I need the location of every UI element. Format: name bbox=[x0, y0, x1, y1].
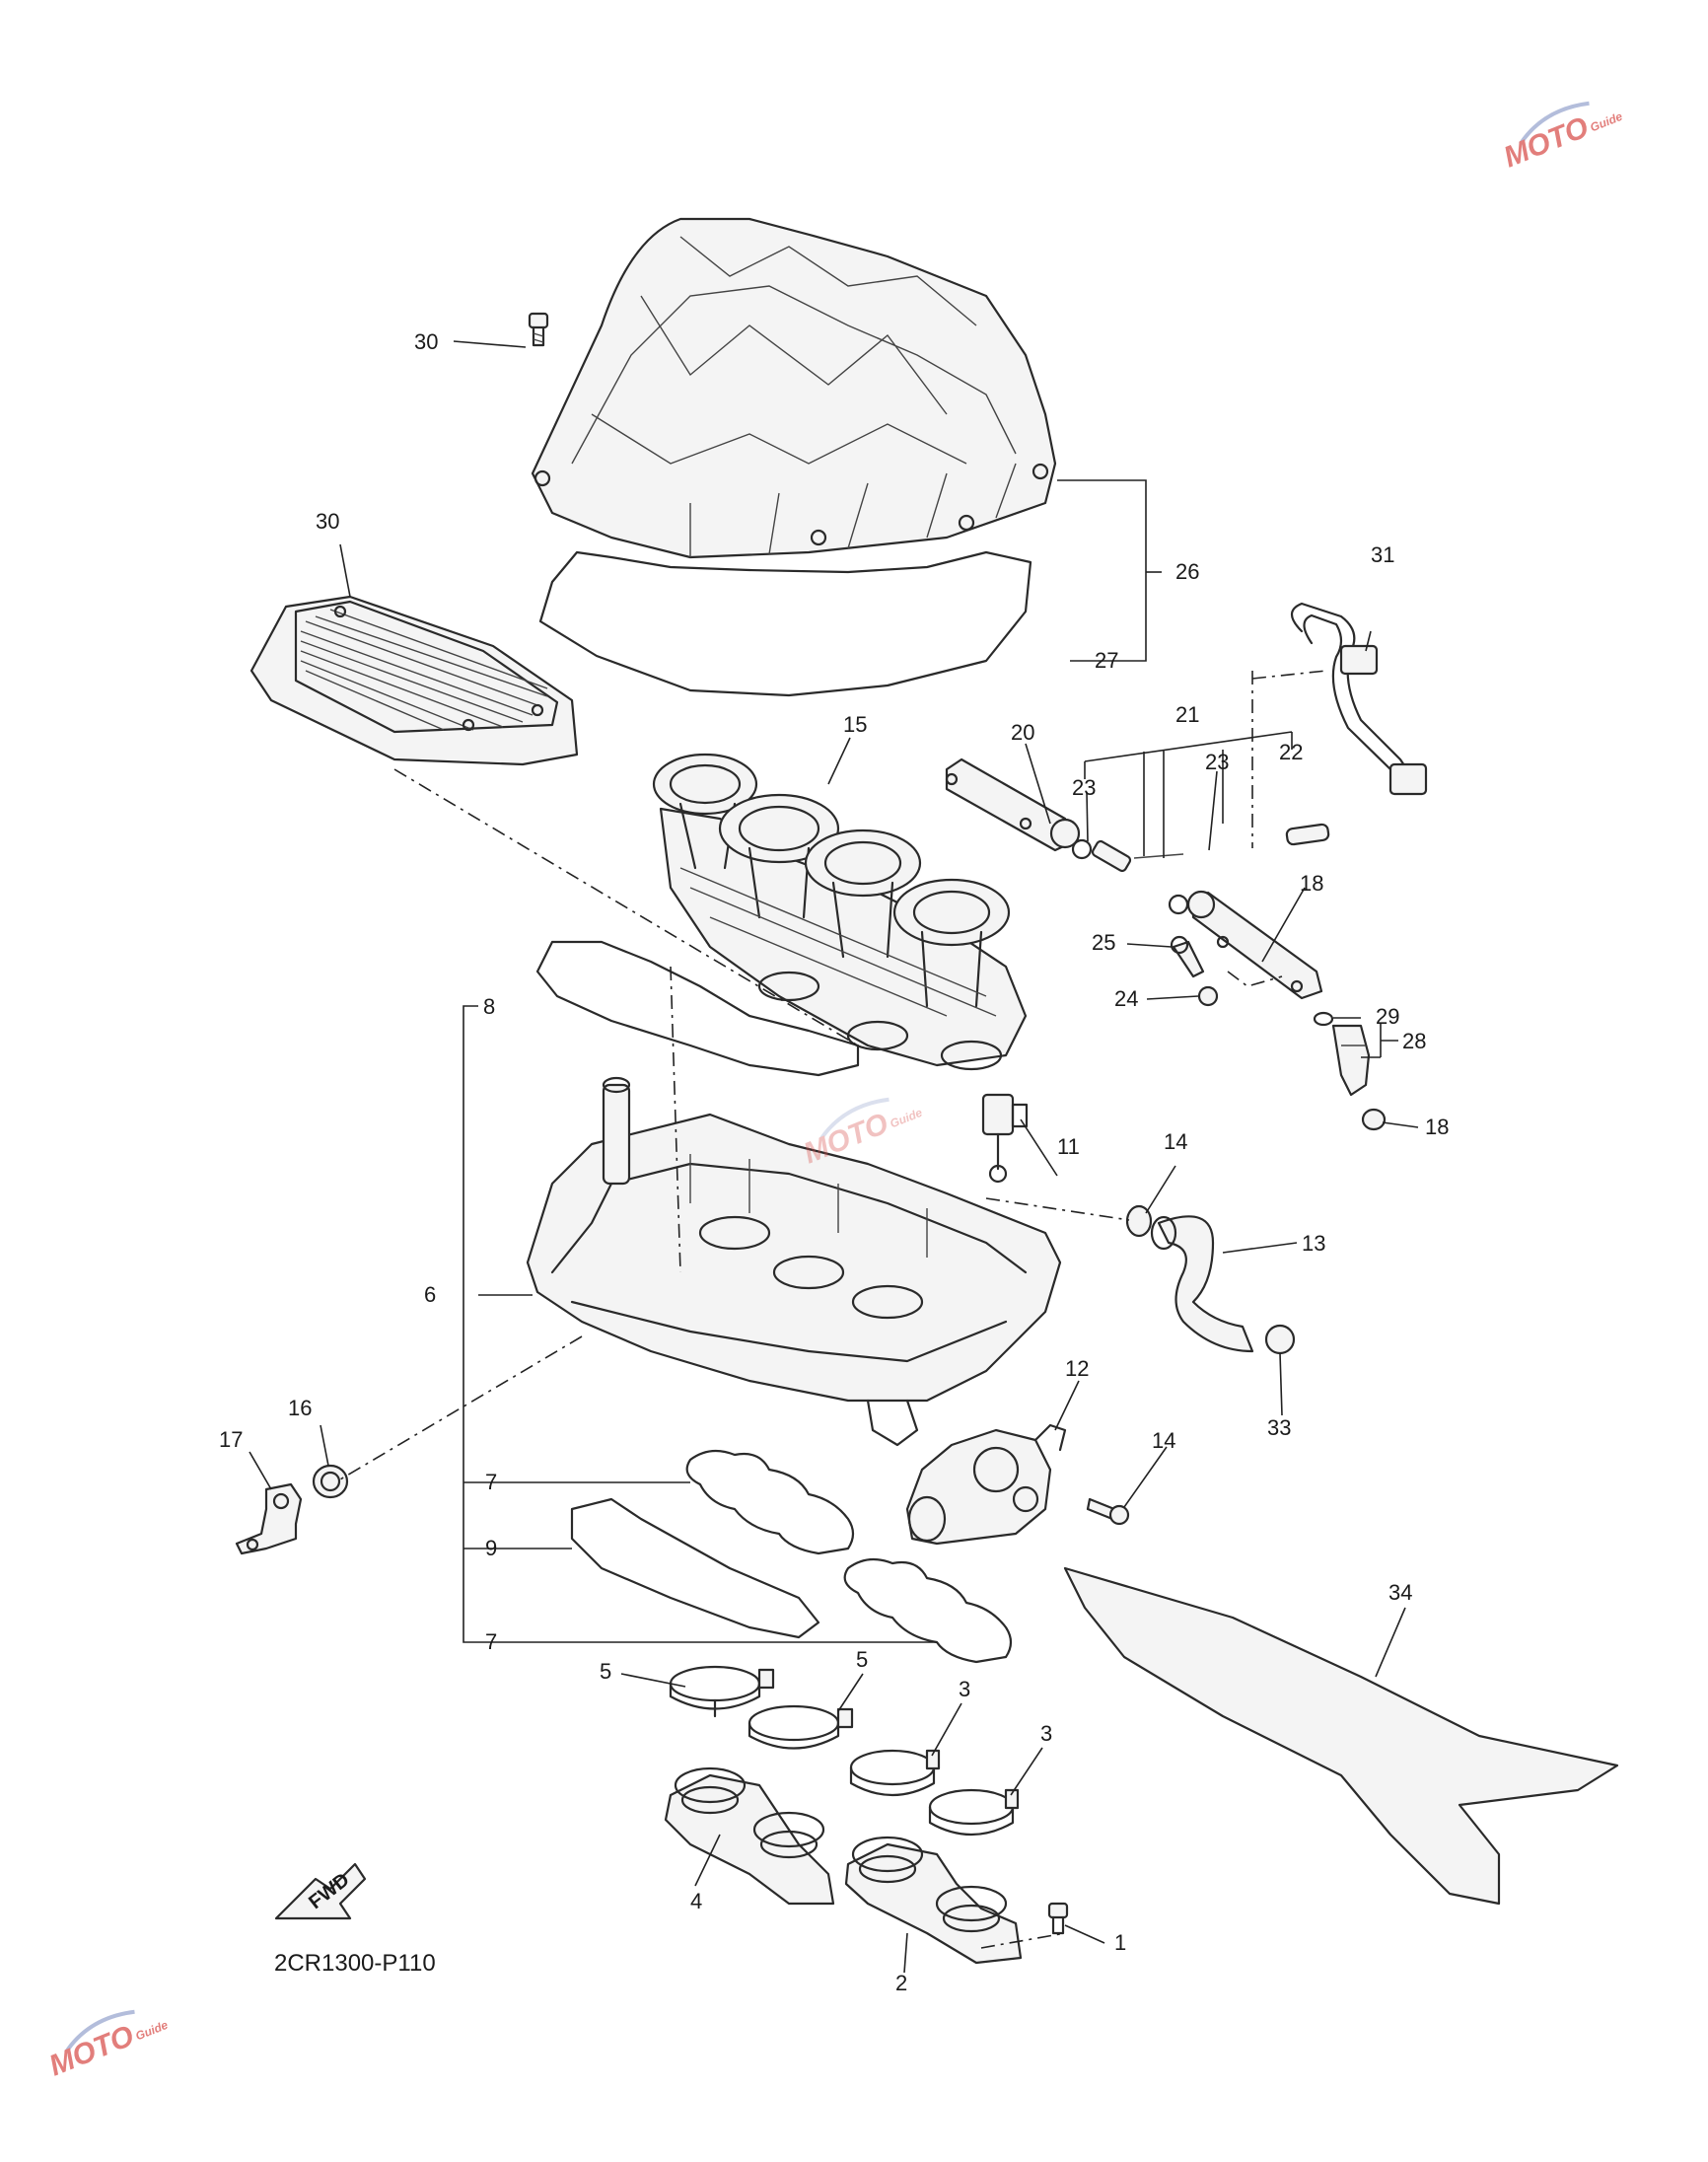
alignment-lines bbox=[339, 670, 1327, 1949]
watermark-logo-top: MOTO Guide bbox=[1499, 101, 1625, 174]
fwd-arrow-icon bbox=[274, 1862, 367, 1920]
callout-6: 6 bbox=[424, 1282, 436, 1307]
callout-21: 21 bbox=[1175, 702, 1199, 727]
callout-12: 14 bbox=[1152, 1428, 1175, 1453]
heat-shield-34 bbox=[1063, 1566, 1619, 1906]
clamp-3a bbox=[849, 1749, 941, 1797]
callout-17: 17 bbox=[219, 1427, 243, 1452]
svg-text:Guide: Guide bbox=[1588, 109, 1624, 135]
callout-34: 34 bbox=[1388, 1580, 1412, 1605]
bolt-12 bbox=[1086, 1497, 1130, 1526]
fuel-rail-19 bbox=[1186, 890, 1323, 1000]
callout-9: 9 bbox=[485, 1536, 497, 1560]
airbox-lower bbox=[526, 1076, 1062, 1447]
air-filter bbox=[249, 595, 579, 766]
callout-3a: 3 bbox=[959, 1677, 970, 1701]
callout-10: 12 bbox=[1065, 1356, 1089, 1381]
callout-11: 11 bbox=[1057, 1134, 1080, 1159]
watermark-logo-bottom: MOTO Guide bbox=[44, 2009, 171, 2082]
callout-4: 4 bbox=[690, 1889, 702, 1913]
cover-gasket bbox=[538, 550, 1032, 697]
callout-8: 8 bbox=[483, 994, 495, 1019]
callout-3b: 3 bbox=[1040, 1721, 1052, 1746]
callout-32: 30 bbox=[414, 329, 438, 354]
svg-text:Guide: Guide bbox=[133, 2018, 170, 2044]
gasket-8 bbox=[535, 940, 860, 1077]
callout-19: 18 bbox=[1300, 871, 1323, 896]
callout-24: 24 bbox=[1114, 986, 1138, 1011]
intake-joint-2 bbox=[844, 1836, 1023, 1965]
svg-text:Guide: Guide bbox=[888, 1106, 924, 1131]
callout-7b: 7 bbox=[485, 1629, 497, 1654]
screw-32 bbox=[528, 312, 549, 347]
clamp-14 bbox=[1125, 1204, 1153, 1238]
clamp-3b bbox=[928, 1788, 1020, 1837]
injector-28 bbox=[1313, 1011, 1387, 1131]
gasket-9 bbox=[570, 1497, 820, 1639]
clamp-5a bbox=[669, 1665, 775, 1718]
callout-16: 16 bbox=[288, 1396, 312, 1420]
hose-13 bbox=[1150, 1215, 1254, 1353]
callout-22: 22 bbox=[1279, 740, 1303, 764]
washer-24 bbox=[1197, 985, 1219, 1007]
callout-1: 1 bbox=[1114, 1930, 1126, 1955]
bracket-17 bbox=[235, 1482, 303, 1555]
watermark-logo-center: MOTO Guide bbox=[799, 1097, 925, 1170]
callout-25: 25 bbox=[1092, 930, 1115, 955]
callout-31: 31 bbox=[1371, 542, 1394, 567]
callout-23a: 23 bbox=[1072, 775, 1096, 800]
intake-joint-4 bbox=[664, 1766, 835, 1906]
gasket-7b bbox=[843, 1557, 1013, 1664]
callout-15: 15 bbox=[843, 712, 867, 737]
airbox-cover bbox=[531, 217, 1057, 559]
leader-lines bbox=[249, 340, 1419, 1974]
screw-1 bbox=[1047, 1902, 1069, 1935]
callout-13: 13 bbox=[1302, 1231, 1325, 1256]
callout-27: 27 bbox=[1095, 648, 1118, 673]
fitting-21 bbox=[1071, 823, 1330, 915]
callout-labels: 30 30 26 27 31 15 20 21 22 23 23 18 25 2… bbox=[219, 329, 1449, 1995]
gasket-7a bbox=[685, 1449, 855, 1555]
bracket-lines bbox=[463, 479, 1398, 1643]
callout-26: 26 bbox=[1175, 559, 1199, 584]
callout-2: 2 bbox=[895, 1971, 907, 1995]
grommet-16 bbox=[312, 1464, 349, 1499]
callout-14: 14 bbox=[1164, 1129, 1187, 1154]
fuel-rail-20 bbox=[945, 757, 1081, 852]
sensor-10 bbox=[905, 1423, 1067, 1546]
throttle-body-assembly bbox=[652, 753, 1028, 1071]
diagram-code: 2CR1300-P110 bbox=[274, 1950, 436, 1977]
callout-33: 33 bbox=[1267, 1415, 1291, 1440]
clamp-5b bbox=[747, 1704, 854, 1750]
bolt-25 bbox=[1170, 935, 1205, 978]
callout-7a: 7 bbox=[485, 1470, 497, 1494]
clamp-33 bbox=[1264, 1324, 1296, 1355]
callout-23b: 23 bbox=[1205, 750, 1229, 774]
callout-18: 18 bbox=[1425, 1115, 1449, 1139]
fuel-hose-31 bbox=[1290, 602, 1428, 796]
callout-20: 20 bbox=[1011, 720, 1034, 745]
callout-5b: 5 bbox=[856, 1647, 868, 1672]
callout-5a: 5 bbox=[600, 1659, 611, 1684]
callout-30: 30 bbox=[316, 509, 339, 534]
callout-28: 28 bbox=[1402, 1029, 1426, 1053]
sensor-11 bbox=[981, 1093, 1029, 1184]
callout-29: 29 bbox=[1376, 1004, 1399, 1029]
